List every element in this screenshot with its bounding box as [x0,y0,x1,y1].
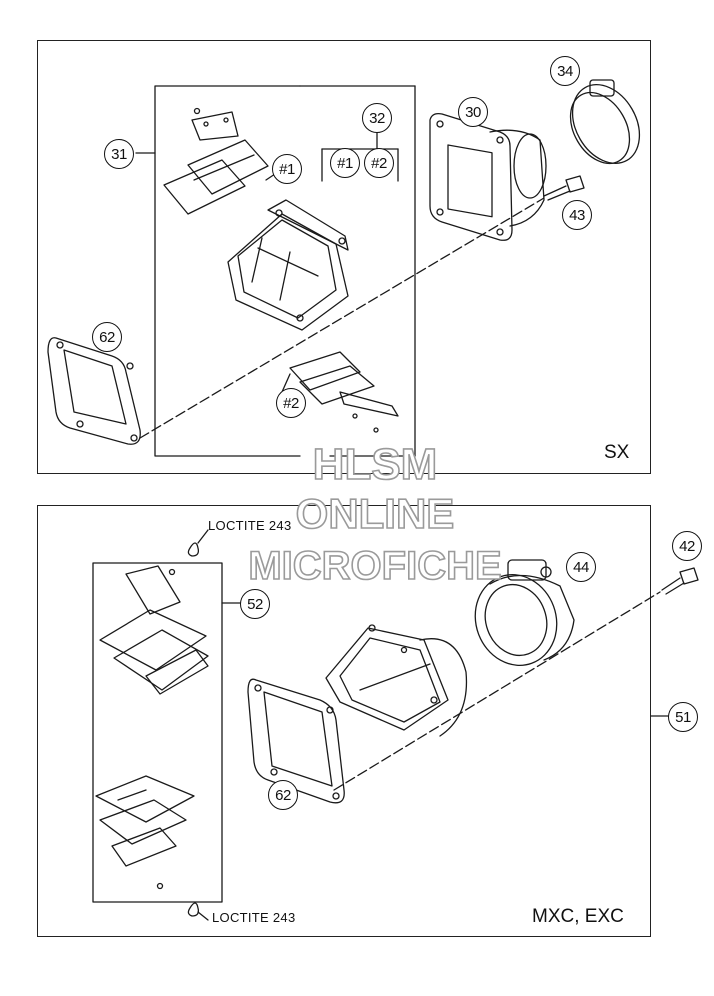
callout-31: 31 [104,139,134,169]
reed-petal-set-1 [163,107,269,215]
callout-62-mxc: 62 [268,780,298,810]
hose-clamp-34 [569,79,641,165]
callout-44: 44 [566,552,596,582]
loctite-drop-bottom [187,902,209,921]
callout-34: 34 [550,56,580,86]
callout-sub2: #2 [276,388,306,418]
note-loctite-bottom: LOCTITE 243 [212,910,296,925]
callout-43: 43 [562,200,592,230]
intake-manifold-30 [429,112,547,241]
variant-label-sx: SX [604,442,630,463]
bolt-43 [543,175,585,201]
callout-42: 42 [672,531,702,561]
loctite-drop-top [187,529,209,557]
bracket-52 [92,562,241,903]
callout-52: 52 [240,589,270,619]
bolt-42 [661,567,699,595]
reed-block-mxc [325,624,468,737]
variant-label-mxc-exc: MXC, EXC [532,906,624,927]
panel-sx [37,40,651,474]
note-loctite-top: LOCTITE 243 [208,518,292,533]
callout-sub2-legend: #2 [364,148,394,178]
callout-30: 30 [458,97,488,127]
intake-boot-44 [474,559,575,666]
reed-block-sx [227,199,349,331]
assembly-axis-mxc [333,591,661,791]
callout-62-sx: 62 [92,322,122,352]
bracket-31 [135,85,416,457]
assembly-axis-sx [139,197,545,439]
gasket-62-mxc [247,678,345,804]
panel-mxc-exc [37,505,651,937]
callout-sub1-legend: #1 [330,148,360,178]
reed-petal-set-mxc [95,565,209,890]
callout-51: 51 [668,702,698,732]
reed-petal-set-2 [289,351,399,433]
callout-32: 32 [362,103,392,133]
gasket-62-sx [47,337,141,445]
callout-sub1: #1 [272,154,302,184]
